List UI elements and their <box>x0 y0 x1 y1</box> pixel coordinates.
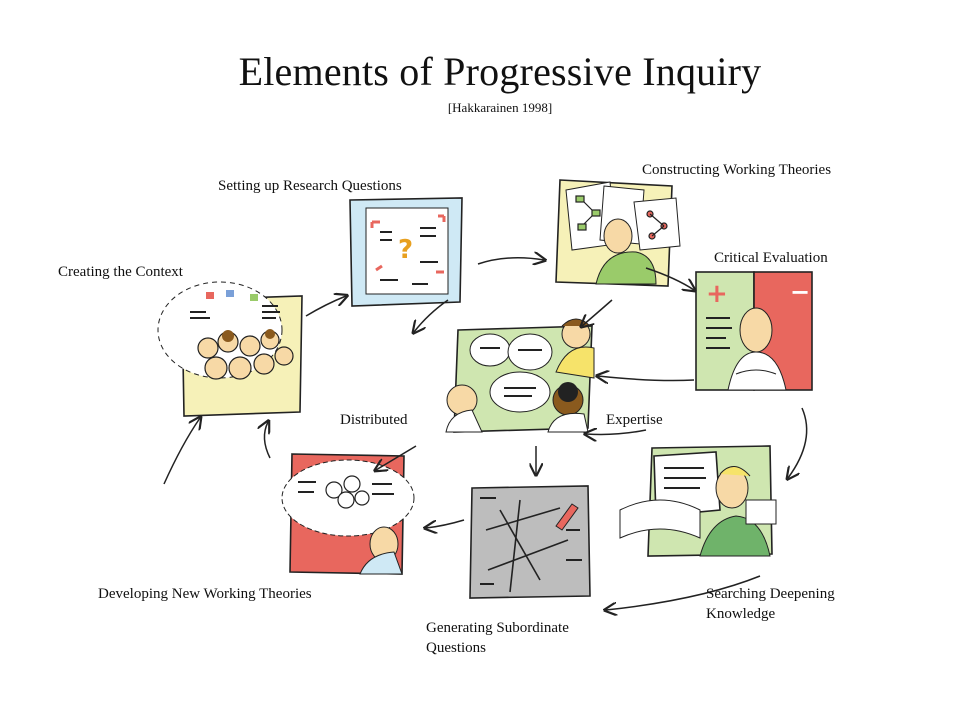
minus-glyph: − <box>790 278 810 306</box>
arrow-spoke-evaluation <box>598 376 695 381</box>
critical-evaluation-panel: + − <box>695 271 813 391</box>
arrow-spoke-theories <box>582 299 613 326</box>
citation: [Hakkarainen 1998] <box>447 100 553 115</box>
arrow-questions-to-theories <box>477 258 544 264</box>
stage-label-research-questions: Setting up Research Questions <box>218 178 402 194</box>
research-questions-panel: ? <box>349 197 463 307</box>
stage-label-subordinate-questions: Generating Subordinate Questions <box>426 620 569 656</box>
arrow-new-to-context <box>264 422 271 459</box>
stage-label-new-theories: Developing New Working Theories <box>98 586 312 602</box>
diagram-title: Elements of Progressive Inquiry <box>238 49 762 94</box>
stage-label-searching-knowledge: Searching Deepening Knowledge <box>706 586 835 622</box>
arrow-searching-to-subordinate <box>606 575 761 610</box>
center-label-expertise: Expertise <box>606 412 663 428</box>
distributed-expertise-panel <box>445 318 595 433</box>
arrow-evaluation-to-searching <box>788 407 808 478</box>
working-theories-panel <box>555 179 681 287</box>
center-label-distributed: Distributed <box>340 412 408 428</box>
searching-knowledge-panel <box>619 445 777 557</box>
context-panel <box>157 281 303 417</box>
new-theories-panel <box>281 453 415 575</box>
arrow-context-to-questions <box>305 296 346 317</box>
arrow-subordinate-to-new <box>426 519 465 528</box>
arrow-spoke-questions <box>414 299 449 332</box>
stage-label-critical-evaluation: Critical Evaluation <box>714 250 828 266</box>
arrow-spoke-new <box>376 445 417 470</box>
stage-label-working-theories: Constructing Working Theories <box>642 162 832 178</box>
plus-glyph: + <box>706 279 728 309</box>
arrow-theories-to-evaluation <box>645 267 694 290</box>
question-mark-glyph: ? <box>398 235 413 265</box>
cycle-arrows <box>163 258 808 610</box>
arrow-spoke-searching <box>586 430 647 435</box>
stage-label-creating-context: Creating the Context <box>58 264 183 280</box>
subordinate-questions-panel <box>469 485 591 599</box>
arrow-left-return <box>163 418 200 485</box>
